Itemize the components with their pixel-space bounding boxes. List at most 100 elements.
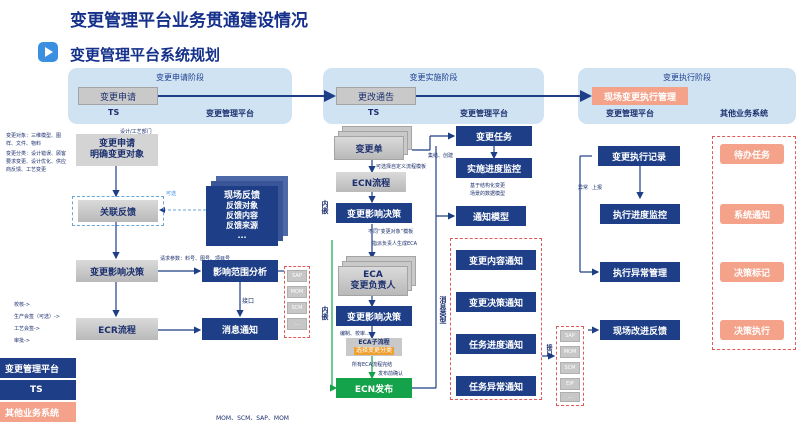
phase-implement-platform: 变更管理平台 [460,109,508,118]
note-report: 上报 [592,185,603,191]
col4-template-box: 通知模型 [456,206,526,226]
col5-record-box: 变更执行记录 [598,146,680,166]
note-change-class: 变更分类：设计错误、顾客要求变更、设计优化、供应商反馈、工艺变更 [6,151,67,173]
note-publish: 发布前确认 [378,371,404,377]
note-interface: 接口 [242,298,255,305]
notice-progress: 任务进度通知 [456,334,536,354]
legend-other: 其他业务系统 [0,402,76,422]
footer-systems-note: MOM、SCM、SAP、MOM [216,415,289,422]
feedback-item-1: 反馈对象 [226,201,258,210]
col3-release-box: ECN发布 [336,378,412,398]
col2-message-box: 消息通知 [202,318,278,340]
legend-platform: 变更管理平台 [0,358,76,378]
eca-line2: 变更负责人 [350,281,396,291]
col1-related-box: 关联反馈 [78,200,158,222]
note-assign: 指派负责人生成ECA [372,241,418,247]
col1-apply-line2: 明确变更对象 [89,150,144,160]
interface-label-2: 接口 [545,344,552,356]
embed-label-1: 内嵌 [321,200,329,214]
phase-execute-platform: 变更管理平台 [606,109,654,118]
notice-decision: 变更决策通知 [456,292,536,312]
col3-ecn-box: 变更单 [334,136,404,160]
note-select-template: 可选择自定义流程模板 [376,164,427,170]
col6-todo: 待办任务 [720,144,784,164]
notices-frame [450,238,542,400]
col5-exception-box: 执行异常管理 [600,262,680,282]
col2-impact-box: 影响范围分析 [202,260,278,282]
eca-sub-line2: 选择变更分类 [353,347,394,355]
page-title: 变更管理平台业务贯通建设情况 [70,11,308,31]
note-process: 工艺会签-> [14,326,40,332]
phase-implement-label: 变更实施阶段 [409,73,458,82]
eca-line1: ECA [363,270,383,280]
notice-content: 变更内容通知 [456,250,536,270]
phase-execute-box: 现场变更执行管理 [592,87,688,105]
note-build: 集结、创建 [428,153,454,159]
col3-eca-box: ECA 变更负责人 [338,266,408,296]
system-b-mom: MOM [560,346,580,358]
system-b-sap: SAP [560,330,580,342]
system-b-eip: EIP [560,378,580,390]
col5-improve-box: 现场改进反馈 [600,320,680,340]
phase-apply-label: 变更申请阶段 [156,73,204,82]
note-all-done: 所有ECA流程完结 [352,362,393,368]
system-b-scm: SCM [560,362,580,374]
note-production: 生产会签（可选）-> [14,314,60,320]
phase-apply-ts: TS [108,108,120,117]
play-logo-icon [38,42,58,62]
systems-a-frame [284,266,310,338]
note-school: 校核-> [14,302,30,308]
note-scene-model: 场景的数据模型 [470,191,506,197]
col3-impact-decision: 变更影响决策 [336,203,412,223]
related-dash-box [72,196,164,226]
system-a-scm: SCM [287,302,307,314]
phase-execute-label: 变更执行阶段 [663,73,711,82]
phase-implement-box: 更改通告 [336,87,416,105]
note-base-structured: 基于结构化变更 [470,183,506,189]
note-request-params: 请求参数：料号、图号、项目号 [160,256,231,262]
col6-system-notice: 系统通知 [720,204,784,224]
col6-frame [712,136,796,350]
system-a-more: ... [287,318,307,330]
col5-exec-monitor-box: 执行进度监控 [600,204,680,224]
phase-execute-other: 其他业务系统 [720,109,768,118]
note-approve: 审批-> [14,338,30,344]
note-not-template: 不同“变更对象”模板 [368,229,414,235]
note-design-dept: 设计/工艺部门 [120,129,152,135]
col4-task-box: 变更任务 [456,126,532,146]
col6-decision-exec: 决策执行 [720,320,784,340]
feedback-item-3: 反馈来源 [226,221,258,230]
col3-ecn-flow-box: ECN流程 [336,172,406,192]
eca-sub-box: ECA子流程 选择变更分类 [346,338,402,356]
col4-monitor-box: 实施进度监控 [456,158,532,178]
note-optional: 可选 [166,191,177,197]
systems-b-frame [556,326,584,406]
legend-ts-label: TS [30,385,43,395]
legend-ts: TS [0,380,76,400]
note-change-object: 变更对象：三维模型、图样、文件、物料 [6,133,62,147]
note-exception: 异常 [578,185,589,191]
embed-label-2: 内嵌 [321,306,329,320]
notice-exception: 任务异常通知 [456,376,536,396]
system-a-sap: SAP [287,270,307,282]
col1-ecr-box: ECR流程 [76,318,158,340]
phase-apply-platform: 变更管理平台 [206,109,254,118]
col1-apply-line1: 变更申请 [98,139,135,149]
feedback-title: 现场反馈 [223,191,260,201]
phase-implement-ts: TS [368,108,380,117]
feedback-card: 现场反馈 反馈对象 反馈内容 反馈来源 ... [206,186,278,246]
section-subtitle: 变更管理平台系统规划 [70,46,221,64]
message-type-label: 消息类型 [439,296,447,324]
feedback-item-2: 反馈内容 [226,211,258,220]
col6-decision-mark: 决策标记 [720,262,784,282]
feedback-item-4: ... [237,231,247,240]
col1-apply-box: 变更申请 明确变更对象 [76,134,158,166]
system-a-mom: MOM [287,286,307,298]
eca-sub-line1: ECA子流程 [358,339,390,346]
col1-decision-box: 变更影响决策 [76,260,158,282]
system-b-more: ... [560,392,580,402]
col3-impact-decision-2: 变更影响决策 [336,306,412,326]
phase-apply-box: 变更申请 [78,87,158,105]
note-edit: 编制、校审... [340,331,370,337]
